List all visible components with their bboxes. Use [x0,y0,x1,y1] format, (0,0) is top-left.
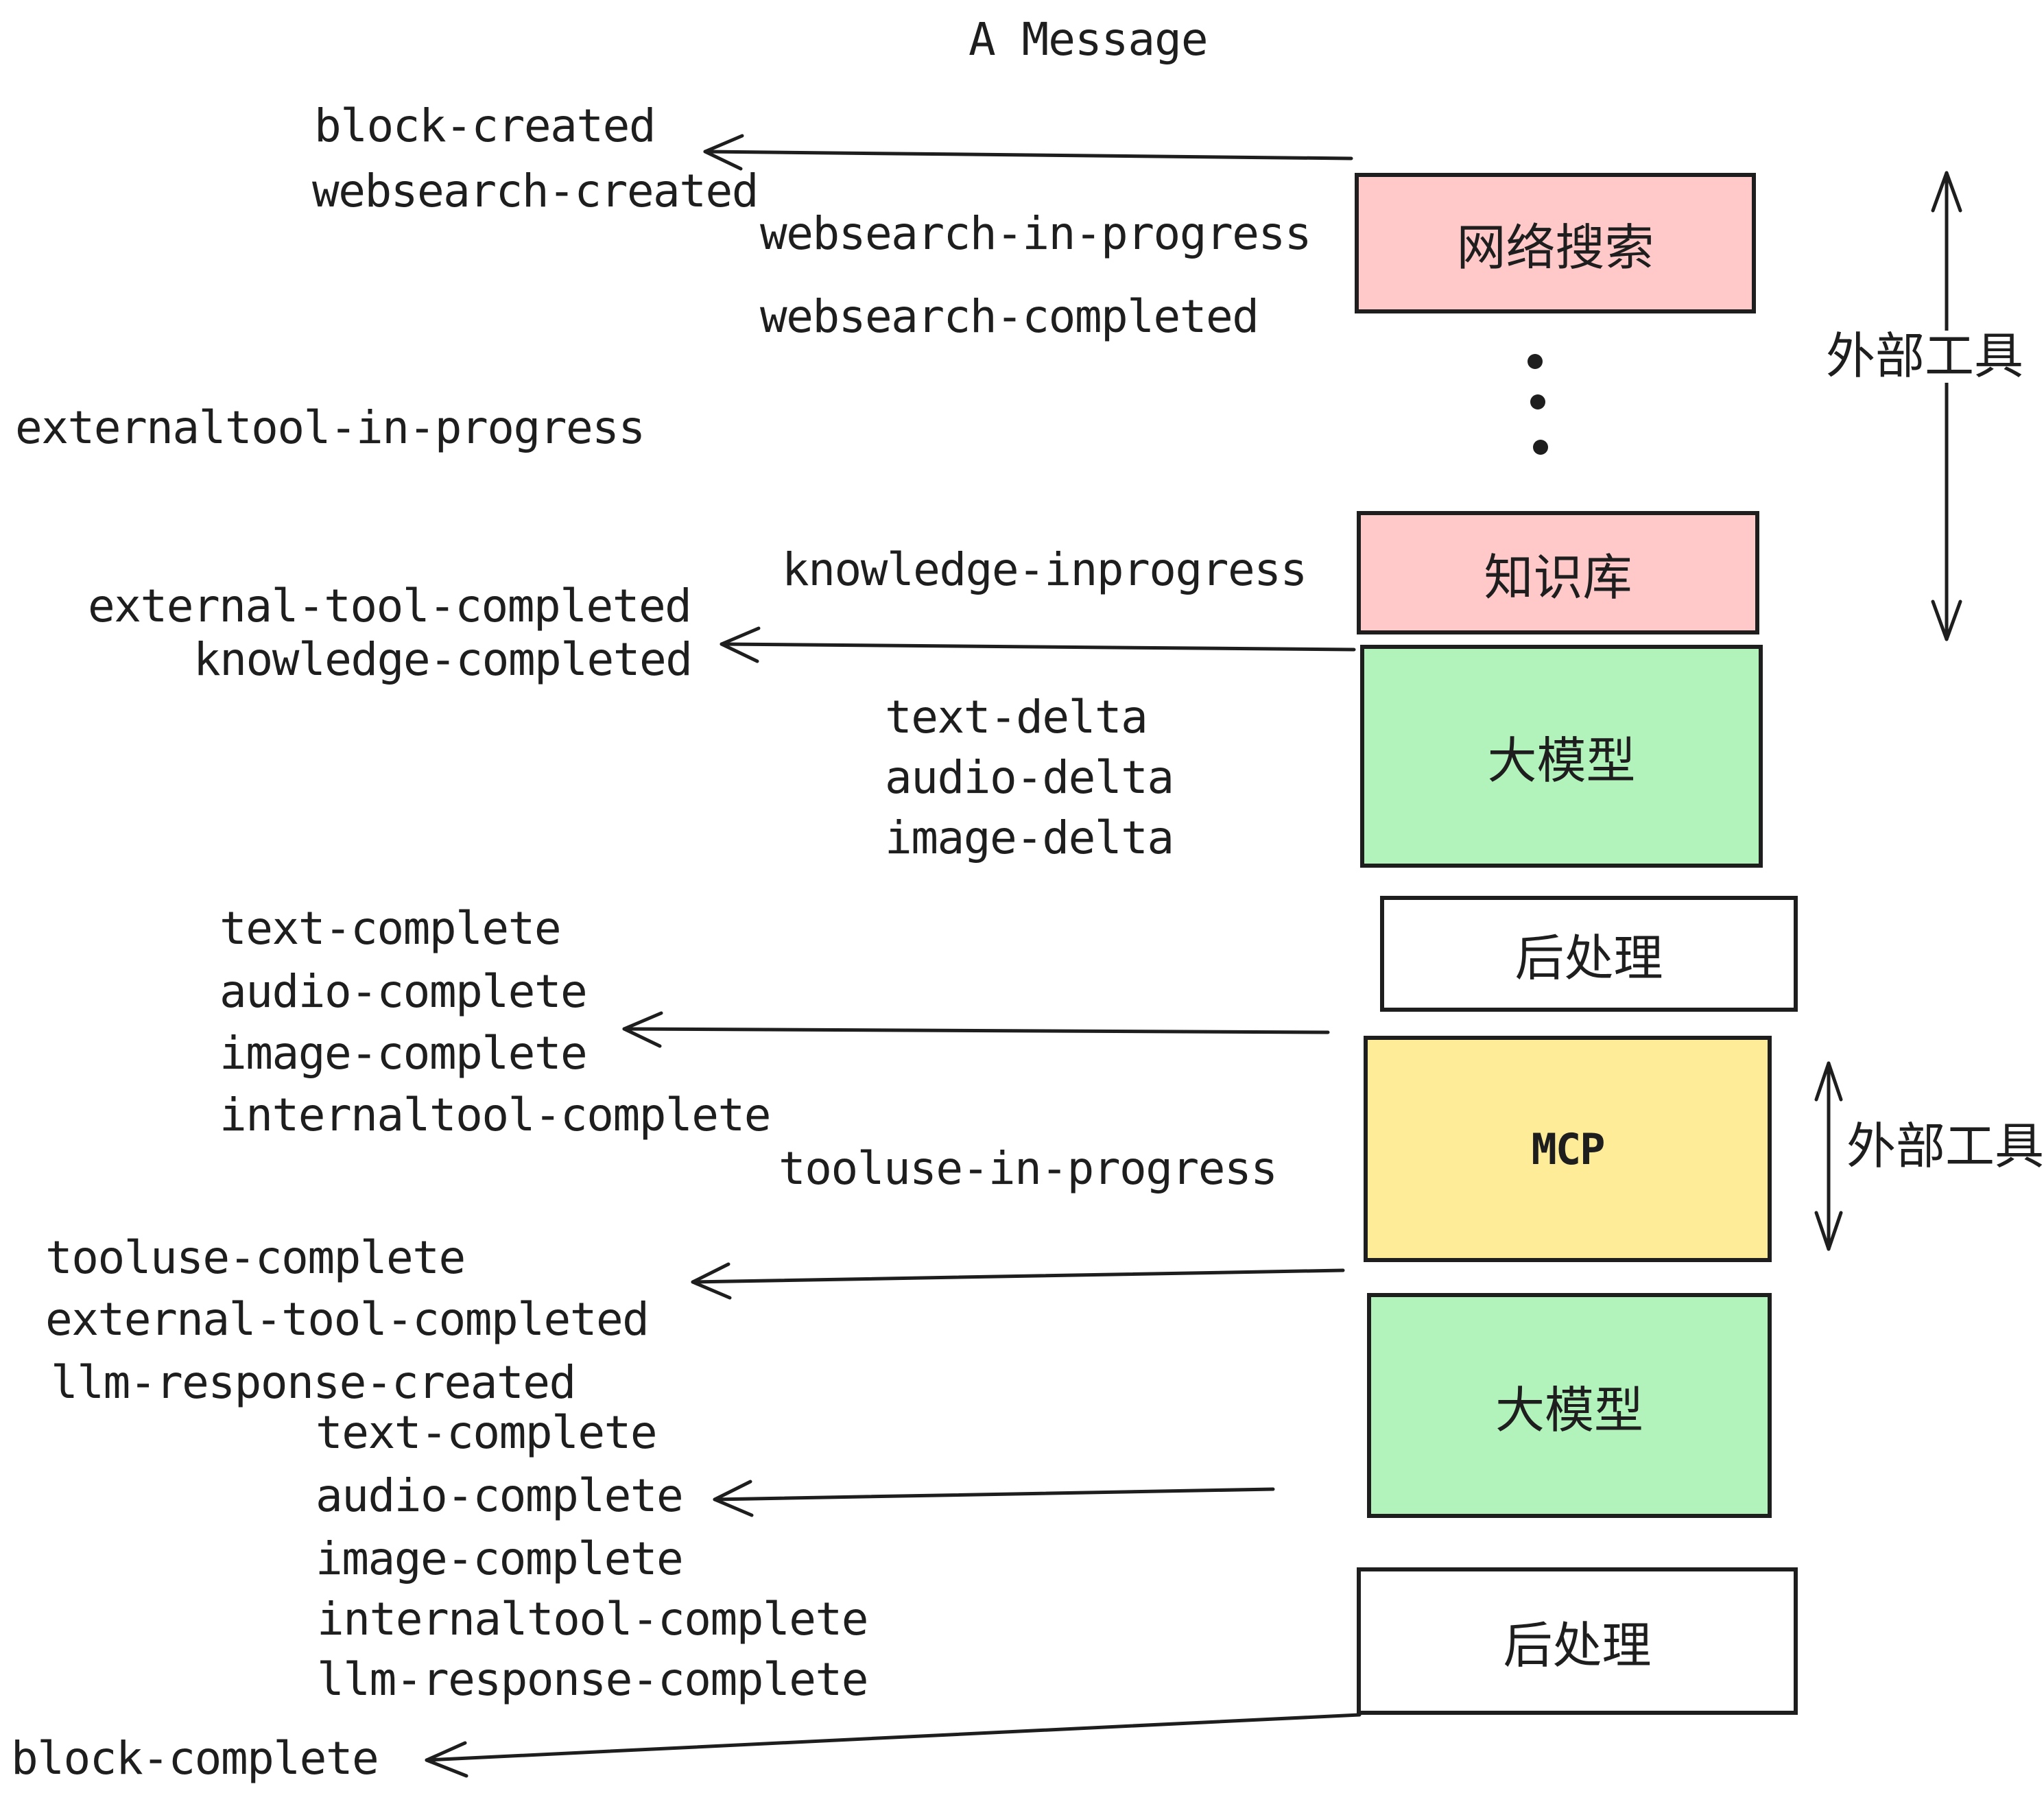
event-tooluse-in-progress: tooluse-in-progress [779,1142,1278,1195]
event-text-complete-2: text-complete [316,1406,658,1459]
event-tooluse-complete: tooluse-complete [45,1231,466,1284]
event-internaltool-complete: internaltool-complete [219,1089,771,1141]
event-externaltool-in-progress: externaltool-in-progress [15,401,645,454]
box-knowledge: 知识库 [1357,511,1759,634]
event-image-delta: image-delta [885,811,1174,864]
box-post-processing-1-label: 后处理 [1514,929,1663,987]
event-audio-complete-2: audio-complete [316,1469,684,1522]
ellipsis-dots [1528,354,1548,455]
double-arrow-external-tools-mid [1814,1061,1843,1251]
arrow-to-tooluse-complete [691,1262,1345,1300]
event-audio-complete: audio-complete [219,965,588,1018]
double-arrow-external-tools-top [1931,171,1962,641]
event-knowledge-inprogress: knowledge-inprogress [782,543,1307,596]
event-audio-delta: audio-delta [885,751,1174,804]
arrow-to-audio-complete [713,1480,1275,1517]
arrow-to-image-complete [622,1011,1330,1048]
event-image-complete: image-complete [219,1027,588,1080]
label-external-tools-top: 外部工具 [1822,330,2028,383]
event-image-complete-2: image-complete [316,1532,684,1585]
box-post-processing-1: 后处理 [1380,896,1798,1012]
box-mcp-label: MCP [1531,1124,1606,1174]
box-llm-2: 大模型 [1367,1293,1772,1518]
event-text-delta: text-delta [885,691,1148,744]
box-mcp: MCP [1364,1036,1772,1262]
diagram-title: A Message [968,13,1209,66]
box-llm-2-label: 大模型 [1495,1381,1643,1439]
box-knowledge-label: 知识库 [1484,548,1632,606]
event-llm-response-created: llm-response-created [51,1356,576,1409]
arrow-to-knowledge-completed [720,626,1356,663]
event-block-created: block-created [314,99,656,152]
label-external-tools-mid: 外部工具 [1846,1117,2044,1175]
event-text-complete: text-complete [219,902,562,955]
box-llm-1: 大模型 [1360,645,1763,868]
box-websearch-label: 网络搜索 [1456,219,1654,276]
box-post-processing-2-label: 后处理 [1503,1617,1652,1674]
event-websearch-in-progress: websearch-in-progress [760,207,1311,260]
event-knowledge-completed: knowledge-completed [193,633,693,686]
arrow-to-block-complete [425,1713,1362,1778]
arrow-to-websearch-created [703,134,1353,171]
event-external-tool-completed-2: external-tool-completed [45,1293,650,1346]
box-post-processing-2: 后处理 [1357,1567,1798,1715]
event-llm-response-complete: llm-response-complete [317,1653,868,1706]
event-block-complete: block-complete [11,1732,379,1785]
event-internaltool-complete-2: internaltool-complete [317,1593,868,1646]
event-websearch-completed: websearch-completed [760,290,1259,343]
box-llm-1-label: 大模型 [1487,732,1636,790]
box-websearch: 网络搜索 [1355,173,1756,313]
event-external-tool-completed: external-tool-completed [88,580,692,632]
event-websearch-created: websearch-created [312,165,759,217]
